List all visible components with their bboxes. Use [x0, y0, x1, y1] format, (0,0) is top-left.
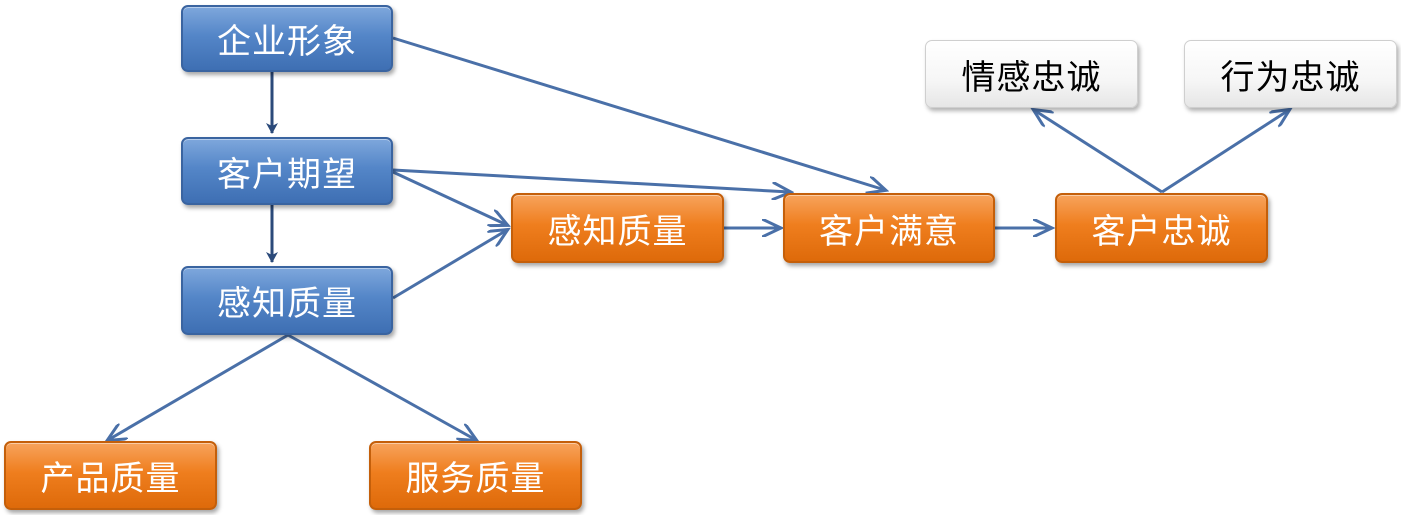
node-service-quality: 服务质量	[369, 441, 582, 510]
node-perceived-quality-left: 感知质量	[181, 266, 393, 335]
node-perceived-quality-center: 感知质量	[511, 193, 724, 263]
node-corporate-image: 企业形象	[181, 5, 393, 72]
arrow-expectation-to-satisfaction	[392, 168, 790, 192]
arrow-left-quality-to-center-quality	[392, 230, 507, 300]
arrow-quality-to-product	[108, 333, 289, 440]
arrow-loyalty-to-emotional	[1034, 110, 1163, 194]
node-behavioral-loyalty: 行为忠诚	[1184, 40, 1397, 108]
node-customer-loyalty: 客户忠诚	[1055, 193, 1268, 263]
node-customer-expectation: 客户期望	[181, 137, 393, 205]
arrow-image-to-satisfaction	[392, 36, 885, 190]
arrow-expectation-to-center-quality	[392, 170, 507, 225]
node-emotional-loyalty: 情感忠诚	[925, 40, 1138, 108]
arrow-quality-to-service	[287, 333, 476, 440]
arrow-loyalty-to-behavioral	[1161, 110, 1289, 194]
node-customer-satisfaction: 客户满意	[783, 193, 995, 263]
node-product-quality: 产品质量	[4, 441, 217, 510]
